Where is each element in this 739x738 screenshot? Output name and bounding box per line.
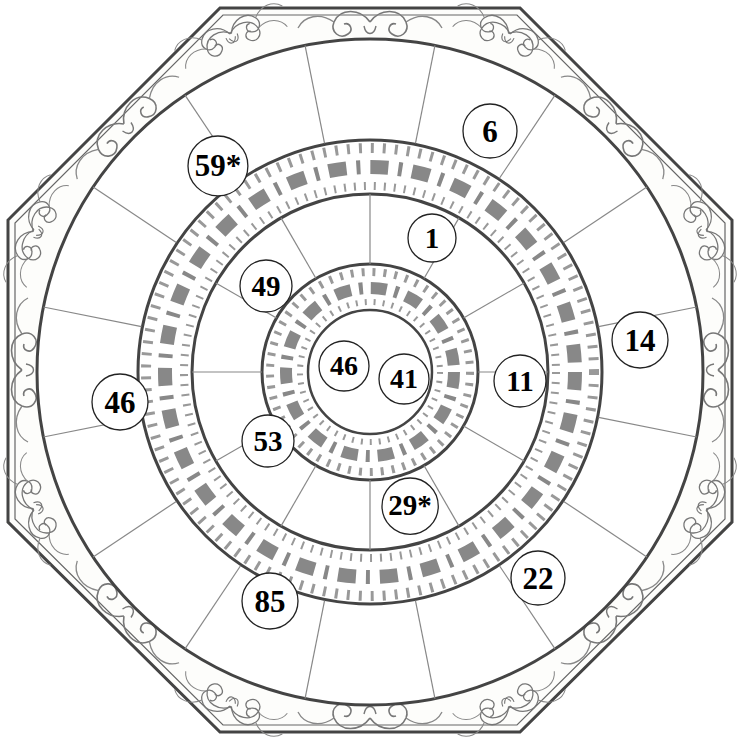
number-label: 41 bbox=[390, 365, 418, 393]
number-label: 46 bbox=[105, 387, 136, 418]
number-circle: 6 bbox=[462, 103, 518, 159]
number-circle: 49 bbox=[239, 259, 293, 313]
number-label: 85 bbox=[255, 586, 286, 617]
number-label: 11 bbox=[506, 367, 533, 396]
number-label: 49 bbox=[252, 272, 281, 301]
number-circle: 41 bbox=[378, 353, 430, 405]
number-circle: 53 bbox=[241, 414, 295, 468]
number-label: 53 bbox=[254, 427, 283, 456]
number-label: 29* bbox=[388, 491, 432, 520]
number-circle: 14 bbox=[611, 311, 669, 369]
number-label: 6 bbox=[482, 116, 498, 147]
number-circle: 46 bbox=[318, 340, 370, 392]
number-label: 59* bbox=[195, 150, 242, 181]
number-circle: 11 bbox=[493, 354, 547, 408]
number-label: 22 bbox=[523, 563, 554, 594]
number-circle: 85 bbox=[241, 572, 299, 630]
number-label: 14 bbox=[625, 325, 656, 356]
number-circle: 29* bbox=[381, 477, 439, 535]
number-label: 1 bbox=[425, 224, 440, 253]
number-circle: 1 bbox=[407, 213, 457, 263]
number-circle: 59* bbox=[187, 135, 249, 197]
number-circle: 22 bbox=[510, 550, 566, 606]
number-circle: 46 bbox=[91, 373, 149, 431]
number-label: 46 bbox=[330, 352, 358, 380]
